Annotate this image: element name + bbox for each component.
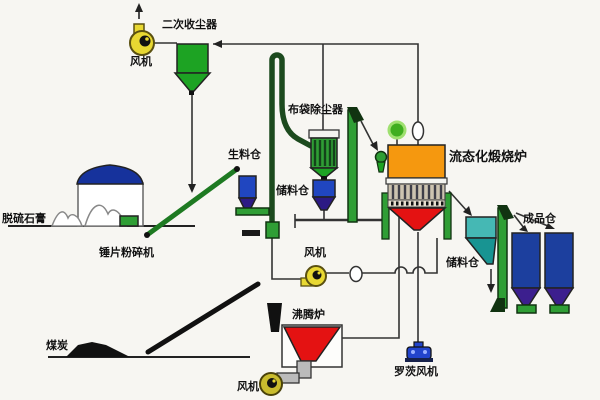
bucket-elevator-calciner: [347, 107, 364, 223]
bag-dust-collector-label: 布袋除尘器: [288, 103, 343, 116]
calciner-label: 流态化煅烧炉: [449, 150, 528, 165]
calciner-top-chamber: [387, 144, 446, 179]
mid-fan-icon: [300, 265, 327, 287]
gypsum-yard: [8, 164, 195, 227]
roots-blower-label: 罗茨风机: [394, 365, 438, 378]
flow-arrows: [135, 3, 222, 193]
arrow-exhaust-up: [135, 3, 143, 12]
rotary-feed-valve: [374, 150, 388, 164]
bottom-fan-icon: [259, 372, 283, 396]
calciner-leg-right: [443, 192, 452, 240]
riser-boot: [265, 221, 280, 239]
cooler-discharge-arrow: [487, 269, 495, 293]
desulfurized-gypsum-label: 脱硫石膏: [2, 212, 46, 225]
silo-discharge-conveyor: [235, 207, 270, 216]
raw-material-silo-label: 生料仓: [228, 148, 261, 161]
bag-dust-collector: [308, 129, 340, 180]
fluidized-bed-furnace: [267, 303, 343, 384]
fluidized-bed-furnace-label: 沸腾炉: [292, 308, 325, 321]
green-valve-indicator: [387, 120, 407, 140]
calciner-leg-left: [381, 192, 390, 240]
bottom-fan-label: 风机: [237, 380, 259, 393]
gypsum-pile: [50, 211, 84, 227]
pneumatic-riser-pipe: [269, 52, 314, 239]
raw-material-silo: [235, 175, 270, 216]
coal-yard: [48, 342, 250, 358]
roots-blower-icon: [405, 341, 433, 362]
storage-silo-right: [464, 216, 497, 265]
arrow-collector-discharge: [188, 184, 196, 193]
bucket-elevator-product: [490, 205, 514, 312]
calciner-discharge-arrow: [448, 190, 472, 216]
product-silo-arrows: [513, 212, 555, 232]
calciner-cone: [387, 207, 447, 231]
secondary-dust-collector-label: 二次收尘器: [162, 18, 217, 31]
coal-pile: [66, 342, 130, 357]
storage-silo-mid: [311, 179, 337, 211]
arrow-into-collector: [213, 40, 222, 48]
product-silo-1: [510, 232, 542, 314]
finished-product-silo-label: 成品仓: [523, 212, 556, 225]
storage-silo-right-label: 储料仓: [446, 256, 479, 269]
calciner-feed-arrow: [360, 120, 378, 151]
product-silo-2: [543, 232, 575, 314]
hammer-crusher-label: 锤片粉碎机: [99, 246, 154, 259]
mid-fan-label: 风机: [304, 246, 326, 259]
top-fan-label: 风机: [130, 55, 152, 68]
coal-label: 煤炭: [46, 339, 68, 352]
top-fan-icon: [129, 23, 177, 56]
hammer-crusher: [119, 215, 139, 227]
riser-feed-motor: [242, 230, 260, 236]
flow-indicator-oval: [349, 265, 363, 283]
dome-roof: [76, 164, 144, 185]
storage-silo-mid-label: 储料仓: [276, 184, 309, 197]
fluidized-calciner: [374, 120, 452, 240]
gas-duct-lines: [191, 43, 438, 344]
secondary-dust-collector: [173, 43, 212, 95]
flow-indicator-oval: [411, 121, 425, 141]
coal-feed-hopper: [267, 303, 282, 332]
coal-conveyor: [145, 281, 261, 355]
raw-material-conveyor: [144, 166, 240, 238]
